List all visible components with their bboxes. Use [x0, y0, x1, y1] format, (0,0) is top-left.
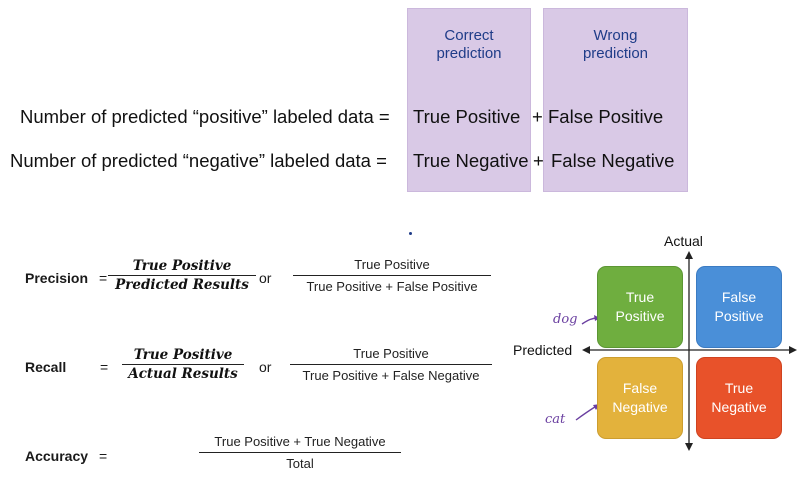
- recall-label: Recall: [25, 359, 67, 375]
- stray-dot: [409, 232, 412, 235]
- recall-bold-bar: [122, 364, 244, 365]
- cat-annotation-arrow: [575, 404, 599, 421]
- recall-plain-denominator: True Positive + False Negative: [302, 368, 480, 383]
- accuracy-plain-numerator: True Positive + True Negative: [214, 434, 386, 449]
- recall-bold-fraction: True Positive Actual Results: [122, 347, 244, 382]
- wrong-prediction-header: Wrong prediction: [544, 27, 687, 63]
- positive-equation-term1: True Positive: [413, 106, 521, 127]
- negative-equation-term1: True Negative: [413, 150, 529, 171]
- precision-plain-bar: [293, 275, 491, 276]
- dog-annotation: dog: [553, 312, 578, 327]
- accuracy-plain-denominator: Total: [286, 456, 314, 471]
- precision-plain-denominator: True Positive + False Positive: [306, 279, 478, 294]
- precision-label: Precision: [25, 270, 89, 286]
- correct-prediction-column: Correct prediction: [407, 8, 531, 192]
- true-positive-line2: Positive: [615, 308, 665, 324]
- accuracy-plain-bar: [199, 452, 401, 453]
- correct-prediction-header: Correct prediction: [408, 27, 530, 63]
- accuracy-label: Accuracy: [25, 448, 89, 464]
- recall-plain-bar: [290, 364, 492, 365]
- true-negative-cell: True Negative: [696, 357, 782, 439]
- correct-prediction-text: Correct prediction: [436, 27, 502, 62]
- precision-equals: =: [99, 270, 108, 286]
- precision-bold-numerator: True Positive: [132, 258, 232, 274]
- negative-equation-plus: +: [533, 150, 544, 171]
- horizontal-axis-arrow-left: [582, 346, 590, 354]
- recall-equals: =: [100, 359, 109, 375]
- vertical-axis-arrow-down: [685, 443, 693, 451]
- predicted-axis-label: Predicted: [513, 342, 573, 358]
- recall-bold-denominator: Actual Results: [128, 366, 238, 382]
- wrong-prediction-text: Wrong prediction: [582, 27, 649, 62]
- cat-annotation: cat: [545, 412, 566, 427]
- negative-equation-term2: False Negative: [551, 150, 675, 171]
- recall-bold-numerator: True Positive: [133, 347, 233, 363]
- recall-or: or: [259, 359, 272, 375]
- wrong-prediction-column: Wrong prediction: [543, 8, 688, 192]
- precision-plain-fraction: True Positive True Positive + False Posi…: [293, 257, 491, 294]
- false-positive-cell: False Positive: [696, 266, 782, 348]
- recall-plain-numerator: True Positive: [353, 346, 429, 361]
- precision-or: or: [259, 270, 272, 286]
- dog-annotation-arrow: [581, 317, 599, 325]
- negative-equation-lhs: Number of predicted “negative” labeled d…: [10, 150, 387, 171]
- accuracy-equals: =: [99, 448, 108, 464]
- precision-bold-bar: [108, 275, 256, 276]
- precision-bold-denominator: Predicted Results: [115, 277, 249, 293]
- positive-equation-term2: False Positive: [548, 106, 664, 127]
- true-negative-line1: True: [724, 380, 754, 396]
- precision-plain-numerator: True Positive: [354, 257, 430, 272]
- positive-equation-plus: +: [532, 106, 543, 127]
- true-negative-line2: Negative: [711, 399, 767, 415]
- false-negative-line2: Negative: [612, 399, 668, 415]
- recall-plain-fraction: True Positive True Positive + False Nega…: [290, 346, 492, 383]
- precision-bold-fraction: True Positive Predicted Results: [108, 258, 256, 293]
- false-positive-line1: False: [721, 289, 757, 305]
- accuracy-plain-fraction: True Positive + True Negative Total: [199, 434, 401, 471]
- false-positive-line2: Positive: [714, 308, 764, 324]
- false-negative-line1: False: [622, 380, 658, 396]
- true-positive-line1: True: [625, 289, 655, 305]
- actual-axis-label: Actual: [664, 233, 703, 249]
- true-positive-cell: True Positive: [597, 266, 683, 348]
- horizontal-axis-arrow-right: [789, 346, 797, 354]
- positive-equation-lhs: Number of predicted “positive” labeled d…: [20, 106, 390, 127]
- false-negative-cell: False Negative: [597, 357, 683, 439]
- vertical-axis-arrow-up: [685, 251, 693, 259]
